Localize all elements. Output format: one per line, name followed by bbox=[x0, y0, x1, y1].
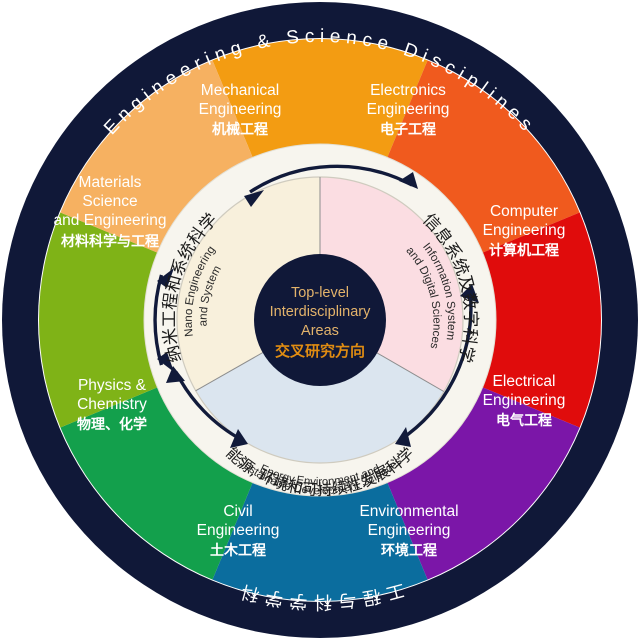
outer-label-electronics: Electronics Engineering 电子工程 bbox=[367, 82, 450, 138]
outer-label-computer-en2: Engineering bbox=[483, 222, 566, 239]
outer-label-mechanical-en1: Mechanical bbox=[201, 82, 279, 99]
outer-label-mechanical-en2: Engineering bbox=[199, 101, 282, 118]
outer-label-environmental-en2: Engineering bbox=[368, 522, 451, 539]
outer-label-electrical-en1: Electrical bbox=[493, 373, 556, 390]
outer-label-materials-en2: Science bbox=[82, 193, 137, 210]
outer-label-electrical-cn: 电气工程 bbox=[496, 412, 552, 429]
arrow-head-ur-right bbox=[399, 172, 418, 189]
outer-label-electronics-en1: Electronics bbox=[370, 82, 446, 99]
outer-label-electrical-en2: Engineering bbox=[483, 392, 566, 409]
arrow-head-ll-right bbox=[230, 429, 248, 448]
arc-arrow-left bbox=[153, 274, 164, 366]
outer-label-materials: Materials Science and Engineering 材料科学与工… bbox=[54, 174, 167, 250]
arrow-head-left-top bbox=[157, 268, 174, 288]
gap-ring-edge bbox=[143, 143, 497, 497]
arrow-head-ll-left bbox=[166, 366, 185, 383]
outer-label-mechanical-cn: 机械工程 bbox=[212, 121, 268, 138]
core-disc[interactable] bbox=[254, 254, 386, 386]
outer-label-physics: Physics & Chemistry 物理、化学 bbox=[77, 377, 147, 433]
outer-label-mechanical: Mechanical Engineering 机械工程 bbox=[199, 82, 282, 138]
outer-label-materials-en1: Materials bbox=[79, 174, 142, 191]
outer-label-materials-cn: 材料科学与工程 bbox=[61, 233, 159, 250]
outer-label-physics-en2: Chemistry bbox=[77, 396, 147, 413]
core-text-group: Top-level Interdisciplinary Areas 交叉研究方向 bbox=[270, 285, 371, 360]
outer-label-physics-cn: 物理、化学 bbox=[77, 416, 147, 433]
outer-label-computer-cn: 计算机工程 bbox=[489, 242, 559, 259]
outer-label-materials-en3: and Engineering bbox=[54, 212, 167, 229]
core-line-cn: 交叉研究方向 bbox=[275, 342, 365, 360]
outer-label-civil-en2: Engineering bbox=[197, 522, 280, 539]
core-line1: Top-level bbox=[291, 285, 349, 301]
outer-label-electronics-cn: 电子工程 bbox=[380, 121, 436, 138]
arrow-head-ur-left bbox=[244, 190, 264, 207]
outer-label-computer-en1: Computer bbox=[490, 203, 558, 220]
outer-label-electrical: Electrical Engineering 电气工程 bbox=[483, 373, 566, 429]
outer-label-environmental: Environmental Engineering 环境工程 bbox=[359, 503, 458, 559]
arrow-head-r-top bbox=[460, 284, 479, 303]
outer-label-civil-en1: Civil bbox=[223, 503, 252, 520]
outer-label-civil: Civil Engineering 土木工程 bbox=[197, 503, 280, 559]
arrow-head-left-bottom bbox=[157, 352, 174, 372]
outer-label-environmental-cn: 环境工程 bbox=[381, 542, 437, 559]
arrow-head-r-bottom bbox=[395, 427, 411, 447]
arrow-group bbox=[153, 164, 479, 448]
arc-arrow-upper-right bbox=[249, 164, 413, 194]
outer-label-physics-en1: Physics & bbox=[78, 377, 147, 394]
arc-arrow-right bbox=[399, 289, 473, 442]
outer-label-environmental-en1: Environmental bbox=[359, 503, 458, 520]
core-line2: Interdisciplinary bbox=[270, 304, 371, 320]
outer-label-civil-cn: 土木工程 bbox=[210, 542, 266, 559]
outer-label-electronics-en2: Engineering bbox=[367, 101, 450, 118]
outer-label-computer: Computer Engineering 计算机工程 bbox=[483, 203, 566, 259]
core-line3: Areas bbox=[301, 323, 339, 339]
